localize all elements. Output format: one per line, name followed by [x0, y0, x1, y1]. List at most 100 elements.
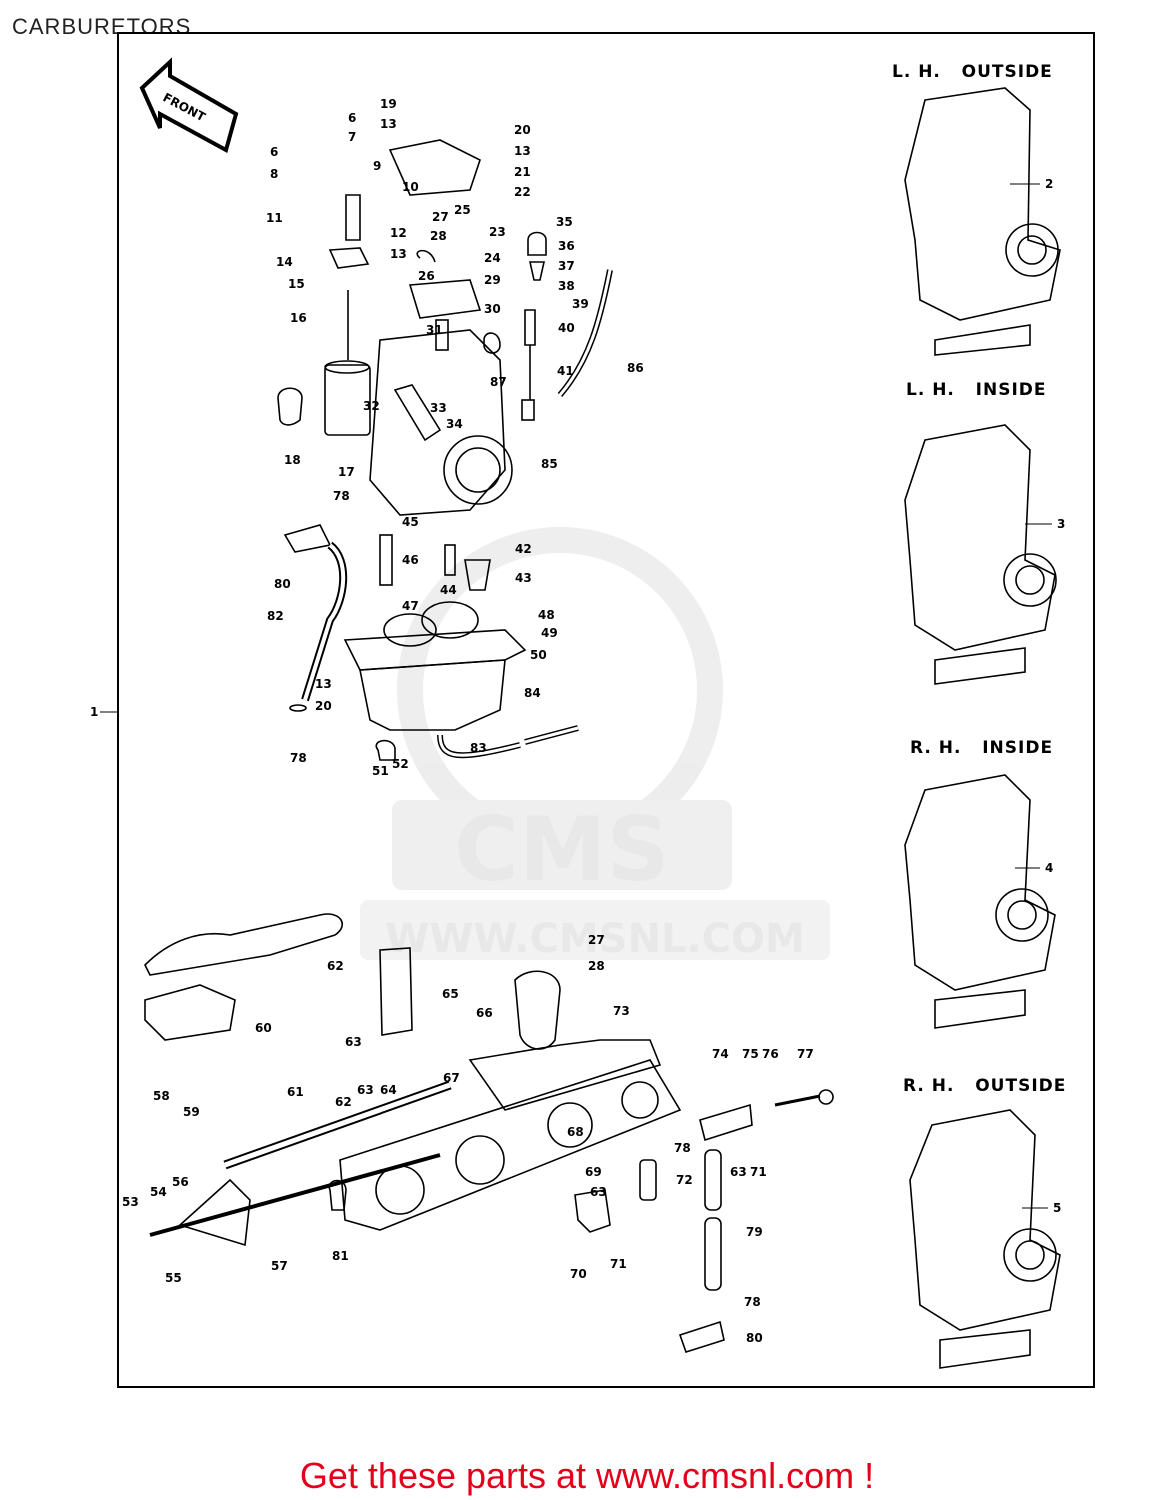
part-callout-60: 60	[255, 1021, 272, 1035]
part-callout-57: 57	[271, 1259, 288, 1273]
part-callout-18: 18	[284, 453, 301, 467]
part-callout-50: 50	[530, 648, 547, 662]
linkage-assembly	[144, 913, 834, 1353]
part-callout-17: 17	[338, 465, 355, 479]
part-callout-73: 73	[613, 1004, 630, 1018]
part-callout-25: 25	[454, 203, 471, 217]
part-callout-46: 46	[402, 553, 419, 567]
view-title-rh-inside: R. H. INSIDE	[910, 738, 1053, 758]
part-callout-34: 34	[446, 417, 463, 431]
part-callout-30: 30	[484, 302, 501, 316]
part-callout-24: 24	[484, 251, 501, 265]
view-ref: 5	[1053, 1201, 1061, 1215]
part-callout-82: 82	[267, 609, 284, 623]
part-callout-80: 80	[274, 577, 291, 591]
part-callout-87: 87	[490, 375, 507, 389]
part-callout-10: 10	[402, 180, 419, 194]
side-view-carbs	[904, 87, 1061, 1369]
part-callout-26: 26	[418, 269, 435, 283]
part-callout-27: 27	[588, 933, 605, 947]
part-callout-67: 67	[443, 1071, 460, 1085]
part-callout-48: 48	[538, 608, 555, 622]
part-callout-41: 41	[557, 364, 574, 378]
part-callout-20: 20	[315, 699, 332, 713]
part-callout-78: 78	[744, 1295, 761, 1309]
part-callout-84: 84	[524, 686, 541, 700]
view-ref: 3	[1057, 517, 1065, 531]
view-labels: L. H. OUTSIDE L. H. INSIDE R. H. INSIDE …	[892, 62, 1066, 1215]
view-title-rh-outside: R. H. OUTSIDE	[903, 1076, 1066, 1096]
part-callout-6: 6	[348, 111, 356, 125]
front-arrow: FRONT	[139, 57, 239, 153]
view-title-lh-outside: L. H. OUTSIDE	[892, 62, 1053, 82]
part-callout-47: 47	[402, 599, 419, 613]
part-callout-83: 83	[470, 741, 487, 755]
part-callout-80: 80	[746, 1331, 763, 1345]
part-callout-52: 52	[392, 757, 409, 771]
part-callout-7: 7	[348, 130, 356, 144]
part-callout-63: 63	[590, 1185, 607, 1199]
part-callout-31: 31	[426, 323, 443, 337]
part-callout-68: 68	[567, 1125, 584, 1139]
part-callout-61: 61	[287, 1085, 304, 1099]
carburetor-body	[277, 139, 613, 761]
part-callout-51: 51	[372, 764, 389, 778]
assembly-ref: 1	[90, 705, 98, 719]
part-callout-71: 71	[610, 1257, 627, 1271]
part-callout-76: 76	[762, 1047, 779, 1061]
part-callout-78: 78	[674, 1141, 691, 1155]
part-callout-81: 81	[332, 1249, 349, 1263]
part-callout-63: 63	[357, 1083, 374, 1097]
part-callout-20: 20	[514, 123, 531, 137]
part-callout-36: 36	[558, 239, 575, 253]
part-callout-14: 14	[276, 255, 293, 269]
part-callout-69: 69	[585, 1165, 602, 1179]
part-callout-78: 78	[333, 489, 350, 503]
part-callout-53: 53	[122, 1195, 139, 1209]
part-callout-59: 59	[183, 1105, 200, 1119]
part-callout-75: 75	[742, 1047, 759, 1061]
part-callout-37: 37	[558, 259, 575, 273]
part-callout-29: 29	[484, 273, 501, 287]
part-callout-79: 79	[746, 1225, 763, 1239]
watermark-url: WWW.CMSNL.COM	[385, 916, 805, 962]
footer-link[interactable]: Get these parts at www.cmsnl.com !	[299, 1455, 875, 1496]
part-callout-71: 71	[750, 1165, 767, 1179]
part-callout-8: 8	[270, 167, 278, 181]
part-callout-13: 13	[514, 144, 531, 158]
part-callout-21: 21	[514, 165, 531, 179]
watermark-brand: CMS	[454, 798, 670, 901]
part-callout-40: 40	[558, 321, 575, 335]
part-callout-45: 45	[402, 515, 419, 529]
part-callout-6: 6	[270, 145, 278, 159]
view-ref: 4	[1045, 861, 1053, 875]
part-callout-12: 12	[390, 226, 407, 240]
part-callout-16: 16	[290, 311, 307, 325]
part-callout-28: 28	[588, 959, 605, 973]
part-callout-39: 39	[572, 297, 589, 311]
part-callout-22: 22	[514, 185, 531, 199]
part-callout-74: 74	[712, 1047, 729, 1061]
part-callout-42: 42	[515, 542, 532, 556]
page-title: CARBURETORS	[12, 14, 192, 39]
part-callout-55: 55	[165, 1271, 182, 1285]
part-callout-13: 13	[380, 117, 397, 131]
part-callout-65: 65	[442, 987, 459, 1001]
part-callout-66: 66	[476, 1006, 493, 1020]
part-callout-77: 77	[797, 1047, 814, 1061]
part-callout-54: 54	[150, 1185, 167, 1199]
part-callout-56: 56	[172, 1175, 189, 1189]
part-callout-9: 9	[373, 159, 381, 173]
part-callout-62: 62	[327, 959, 344, 973]
part-callout-44: 44	[440, 583, 457, 597]
part-callout-32: 32	[363, 399, 380, 413]
part-callout-72: 72	[676, 1173, 693, 1187]
part-callout-11: 11	[266, 211, 283, 225]
part-callout-23: 23	[489, 225, 506, 239]
part-callout-78: 78	[290, 751, 307, 765]
part-callout-63: 63	[730, 1165, 747, 1179]
watermark: CMS WWW.CMSNL.COM	[360, 527, 830, 962]
part-callout-86: 86	[627, 361, 644, 375]
